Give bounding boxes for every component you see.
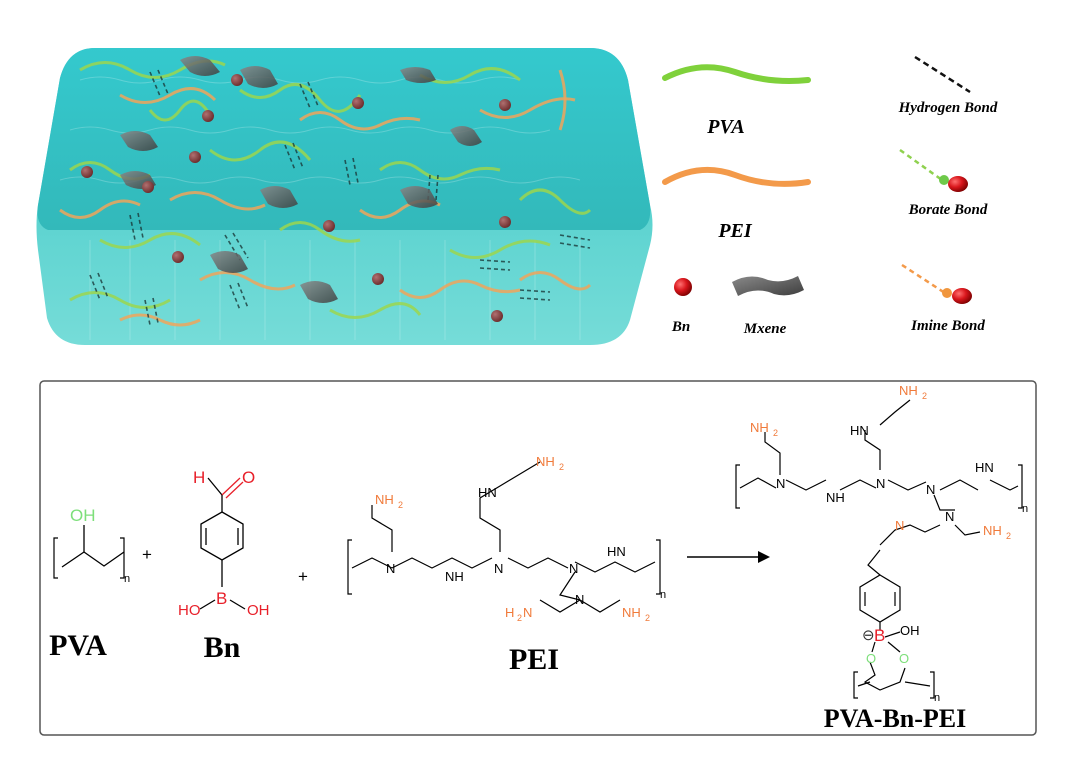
pei-strands [59, 69, 592, 327]
boronic-ho: HO [178, 602, 201, 619]
prod-nh2-a-sub: 2 [773, 428, 778, 438]
pei-nh2-c-sub: 2 [645, 613, 650, 623]
pei-n-4: N [575, 592, 584, 607]
pva-scheme-label: PVA [49, 629, 107, 662]
aldehyde-o: O [242, 468, 255, 487]
imine-bond-legend-line [901, 263, 946, 295]
prod-boron-oh: OH [900, 623, 920, 638]
prod-boron: B [874, 626, 885, 645]
bn-legend-label: Bn [671, 319, 690, 335]
prod-nh-1: NH [826, 490, 845, 505]
pei-atoms: NH 2 N NH N HN NH 2 N HN N H 2 N NH 2 n … [375, 454, 666, 676]
reaction-arrow [687, 551, 770, 563]
prod-n-4: N [945, 509, 954, 524]
borate-bond-legend-dot [948, 176, 968, 192]
pei-nh-1: NH [445, 569, 464, 584]
product-backbone [735, 399, 1023, 699]
bn-legend-dot [674, 278, 692, 296]
boronic-oh: OH [247, 602, 270, 619]
pei-n-3: N [569, 561, 578, 576]
prod-ester-o-2: O [899, 651, 909, 666]
borate-bond-legend-label: Borate Bond [908, 202, 988, 218]
pei-hn-1: HN [478, 485, 497, 500]
borate-bond-legend-line [899, 148, 943, 182]
pei-legend-label: PEI [717, 220, 753, 242]
prod-nh2-c: NH [983, 523, 1002, 538]
pei-h2n-1-sub: 2 [517, 613, 522, 623]
product-scheme-label: PVA-Bn-PEI [824, 704, 967, 733]
pei-legend-swatch [662, 166, 811, 187]
pei-nh2-b-sub: 2 [559, 462, 564, 472]
pva-hydroxyl: OH [70, 506, 96, 525]
prod-nh2-b: NH [899, 383, 918, 398]
boron-atom: B [216, 589, 227, 608]
prod-nh2-c-sub: 2 [1006, 531, 1011, 541]
prod-hn-2: HN [975, 460, 994, 475]
pei-repeat-n: n [660, 589, 666, 601]
reaction-scheme-frame [39, 380, 1037, 736]
bn-scheme-label: Bn [204, 631, 241, 664]
prod-hn-1: HN [850, 423, 869, 438]
prod-imine-n: N [895, 518, 904, 533]
imine-bond-legend-label: Imine Bond [910, 318, 985, 334]
borate-bond-legend-joint [939, 175, 949, 185]
bn-dots [81, 74, 511, 322]
bn-structure: H O B HO OH Bn [178, 468, 270, 664]
plus-sign-1: + [142, 545, 152, 564]
hydrogen-bond-legend-label: Hydrogen Bond [898, 100, 998, 116]
mxene-legend-label: Mxene [743, 321, 787, 337]
hydrogen-bond-legend-swatch [914, 55, 971, 94]
pva-repeat-n: n [124, 573, 130, 585]
pei-n-2: N [494, 561, 503, 576]
pei-nh2-a: NH [375, 492, 394, 507]
prod-ester-o-1: O [866, 651, 876, 666]
prod-repeat-n-1: n [1022, 503, 1028, 515]
pei-nh2-c: NH [622, 605, 641, 620]
pei-nh2-b: NH [536, 454, 555, 469]
plus-sign-2: + [298, 567, 308, 586]
boronate-charge: ⊖ [862, 627, 875, 644]
pei-nh2-a-sub: 2 [398, 500, 403, 510]
hydrogen-bond-marks [89, 69, 591, 326]
prod-n-1: N [776, 476, 785, 491]
prod-nh2-b-sub: 2 [922, 391, 927, 401]
mxene-legend-swatch [732, 276, 804, 296]
prod-n-2: N [876, 476, 885, 491]
pei-hn-2: HN [607, 544, 626, 559]
product-atoms: NH 2 NH 2 HN N NH N N HN N NH 2 N n ⊖ B … [750, 383, 1028, 733]
prod-repeat-n-2: n [934, 692, 940, 704]
aldehyde-h: H [193, 468, 205, 487]
imine-bond-legend-dot [952, 288, 972, 304]
pei-structure [347, 461, 661, 613]
imine-bond-legend-joint [942, 288, 952, 298]
pva-legend-swatch [662, 64, 811, 84]
reaction-scheme: OH n + PVA H O B HO OH Bn + [49, 383, 1028, 733]
pei-n-1: N [386, 561, 395, 576]
hydrogel-illustration [36, 48, 653, 345]
pva-structure: OH n + PVA [49, 506, 152, 662]
prod-n-3: N [926, 482, 935, 497]
pva-legend-label: PVA [706, 116, 744, 138]
prod-nh2-a: NH [750, 420, 769, 435]
pei-scheme-label: PEI [509, 643, 559, 676]
pei-h2n-1-n: N [523, 605, 532, 620]
legend: PVA PEI Bn Mxene Hydrogen Bond Borate Bo… [662, 55, 998, 337]
pei-h2n-1: H [505, 605, 514, 620]
